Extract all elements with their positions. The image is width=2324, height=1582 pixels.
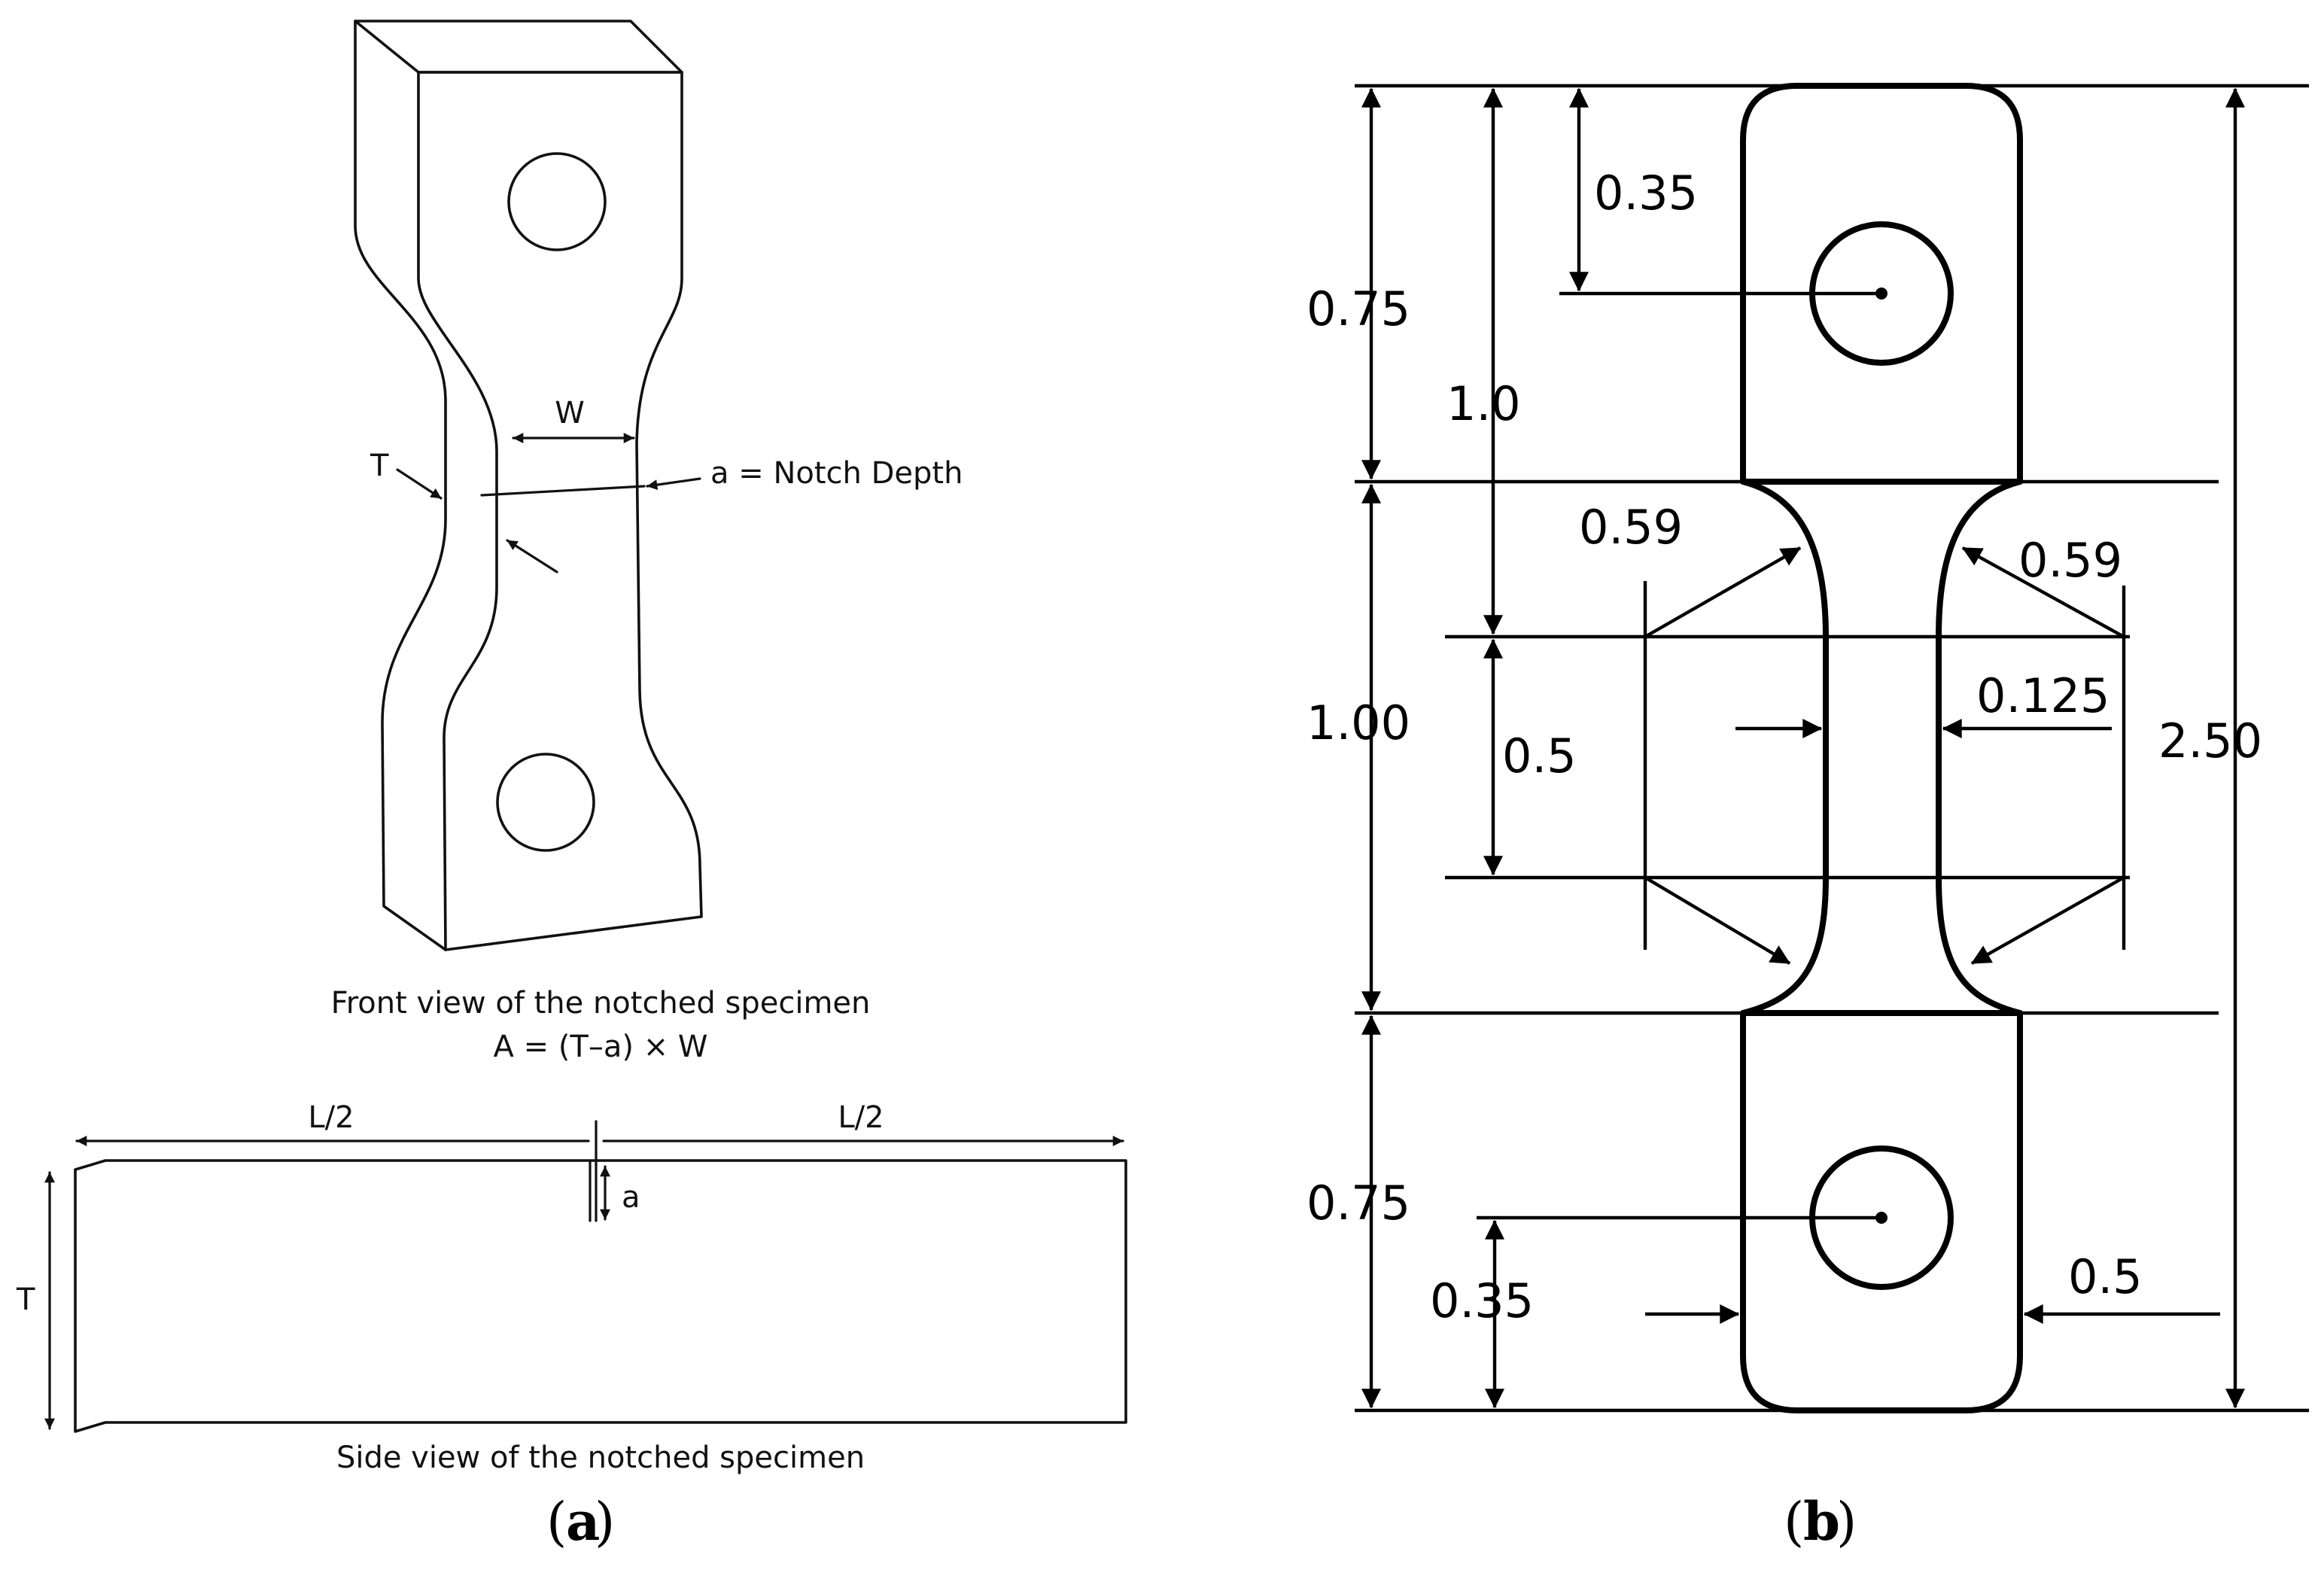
dim-overall: 2.50 [2158,713,2262,768]
dim-radius-left: 0.59 [1579,500,1683,555]
dim-gauge-width: 0.125 [1976,668,2110,723]
svg-text:): ) [595,1491,615,1553]
side-a-label: a [622,1180,640,1215]
front-notch-label: a = Notch Depth [710,456,963,491]
dim-center-section: 1.00 [1306,695,1410,750]
svg-text:(: ( [546,1491,567,1553]
dim-radius-right: 0.59 [2018,533,2122,588]
front-t-label: T [370,449,389,483]
front-hole-bottom [496,753,595,852]
caption-b-letter: b [1803,1490,1840,1553]
side-half-right-label: L/2 [838,1100,884,1135]
panel-a: W T a = Notch Depth Front view of the no… [16,20,1127,1553]
front-view-caption: Front view of the notched specimen [331,986,871,1021]
side-view-drawing: L/2 L/2 a T [16,1100,1127,1433]
side-view-caption: Side view of the notched specimen [336,1441,865,1475]
dim-bottom-hole: 0.35 [1430,1273,1534,1328]
front-view-drawing: W T a = Notch Depth [354,20,963,951]
side-half-left-label: L/2 [308,1100,354,1135]
panel-b: 0.35 0.75 1.0 0.59 0.59 0.125 0.5 1.00 2… [1306,83,2309,1553]
caption-a-letter: a [566,1490,600,1553]
dim-grip-width: 0.5 [2068,1249,2143,1304]
area-formula: A = (T–a) × W [494,1030,708,1064]
front-hole-top [507,152,607,251]
svg-text:(: ( [1784,1491,1804,1553]
dim-top-to-gauge: 1.0 [1446,376,1521,431]
specimen-body [1740,83,2023,1413]
side-t-label: T [16,1282,35,1317]
dim-top-hole: 0.35 [1594,166,1698,221]
front-w-label: W [555,396,585,430]
dim-bottom-grip: 0.75 [1306,1176,1410,1231]
svg-text:): ) [1836,1491,1857,1553]
dim-gauge-length: 0.5 [1502,729,1577,783]
dim-top-grip: 0.75 [1306,281,1410,336]
caption-a: ( a ) [546,1490,615,1553]
caption-b: ( b ) [1784,1490,1857,1553]
